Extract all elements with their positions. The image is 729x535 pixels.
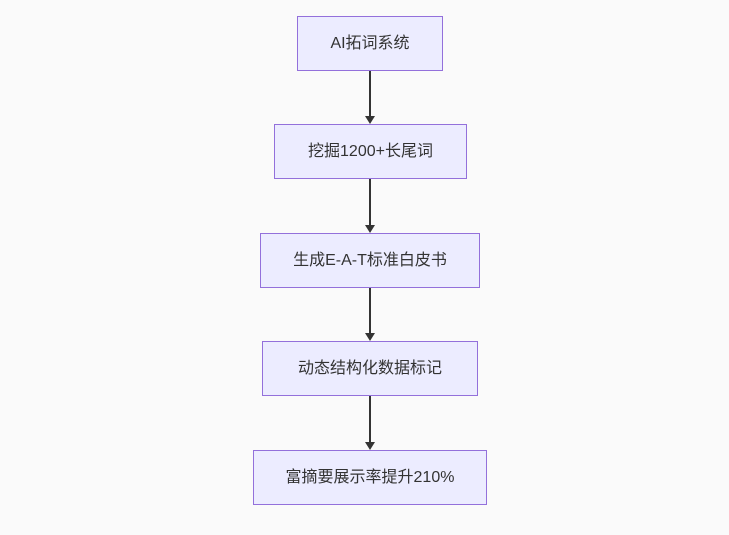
arrowhead-icon: [365, 442, 375, 450]
flow-node-label: 生成E-A-T标准白皮书: [293, 251, 447, 269]
flow-arrow-1: [364, 71, 376, 124]
arrowhead-icon: [365, 333, 375, 341]
arrowhead-icon: [365, 116, 375, 124]
arrow-line: [369, 179, 371, 225]
flow-node-label: 挖掘1200+长尾词: [308, 142, 433, 160]
arrow-line: [369, 288, 371, 333]
flow-node-ai-word-expansion: AI拓词系统: [297, 16, 443, 71]
flow-node-eat-whitepaper: 生成E-A-T标准白皮书: [260, 233, 480, 288]
arrow-line: [369, 71, 371, 116]
flow-node-longtail-mining: 挖掘1200+长尾词: [274, 124, 467, 179]
flow-arrow-4: [364, 396, 376, 450]
arrow-line: [369, 396, 371, 442]
flow-node-label: AI拓词系统: [330, 34, 410, 52]
flow-node-label: 富摘要展示率提升210%: [285, 468, 455, 486]
flow-node-rich-snippet-result: 富摘要展示率提升210%: [253, 450, 487, 505]
arrowhead-icon: [365, 225, 375, 233]
flow-node-label: 动态结构化数据标记: [297, 359, 442, 377]
flow-node-structured-data-markup: 动态结构化数据标记: [262, 341, 478, 396]
flow-arrow-3: [364, 288, 376, 341]
flow-arrow-2: [364, 179, 376, 233]
